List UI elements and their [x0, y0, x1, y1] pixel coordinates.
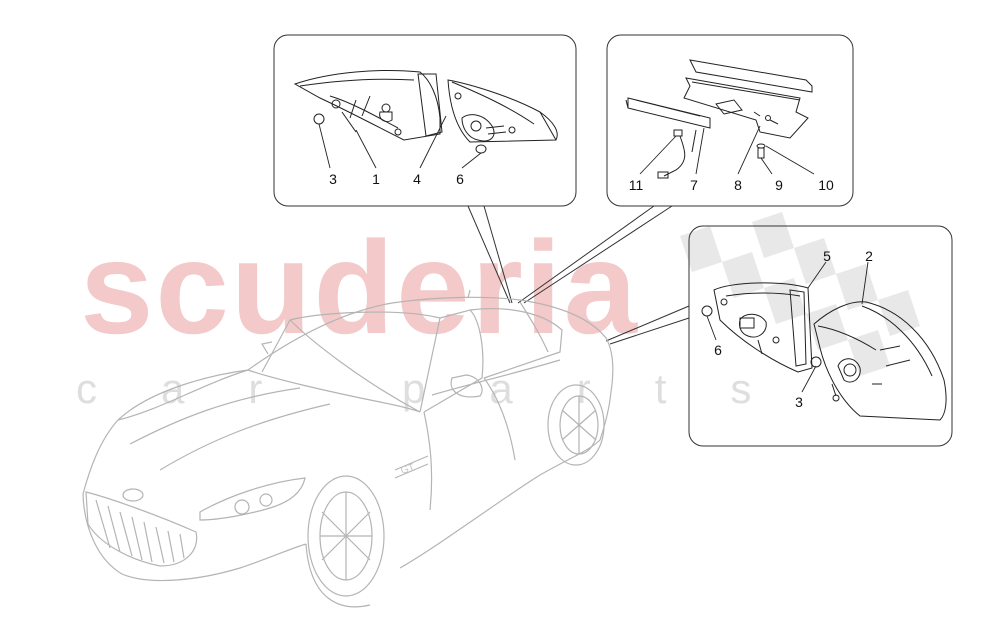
- callout-8: 8: [734, 177, 742, 193]
- callout-1: 1: [372, 171, 380, 187]
- callout-leader-lines: [318, 115, 869, 393]
- callout-6-left: 6: [456, 171, 464, 187]
- checkered-flag-watermark: [680, 212, 920, 376]
- callout-7: 7: [690, 177, 698, 193]
- callout-11: 11: [628, 177, 644, 193]
- callout-6-right: 6: [714, 342, 722, 358]
- third-brake-light-drawing: [625, 59, 813, 179]
- panel-tail-light-right: [688, 225, 953, 447]
- car-side-badge: GT: [400, 462, 417, 477]
- callout-5: 5: [823, 248, 831, 264]
- callout-10: 10: [818, 177, 834, 193]
- callout-3-left: 3: [329, 171, 337, 187]
- callout-9: 9: [775, 177, 783, 193]
- panel-tail-light-left: [273, 34, 577, 207]
- watermark-brand: scuderia: [80, 214, 639, 361]
- callout-4: 4: [413, 171, 421, 187]
- car-outline: [82, 289, 614, 608]
- tail-light-left-drawing: [293, 70, 558, 154]
- callout-2: 2: [865, 248, 873, 264]
- watermark-tagline: car parts: [76, 365, 816, 412]
- callout-3-right: 3: [795, 394, 803, 410]
- tail-light-right-drawing: [701, 282, 947, 421]
- panel-third-brake-light: [606, 34, 854, 207]
- panel-pointer-lines: [467, 205, 690, 345]
